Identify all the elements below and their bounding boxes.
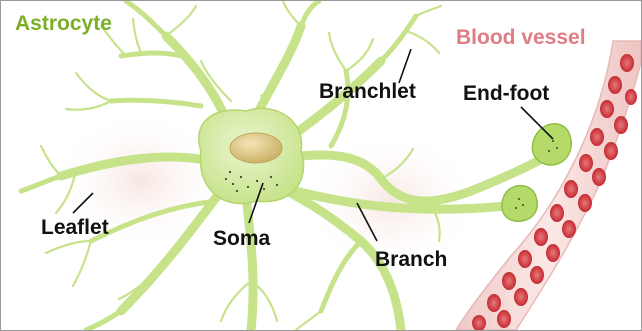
end-foot-upper	[532, 124, 571, 165]
end-foot-lower	[502, 186, 537, 222]
soma-body	[199, 108, 304, 203]
branchlet-label: Branchlet	[319, 81, 416, 102]
leaflet-label: Leaflet	[41, 217, 109, 238]
branchlet-pointer	[399, 49, 411, 83]
nucleus	[230, 133, 282, 163]
title: Astrocyte	[15, 13, 112, 34]
branch-label: Branch	[375, 249, 447, 270]
vessel-label: Blood vessel	[456, 27, 586, 48]
soma-label: Soma	[213, 228, 270, 249]
end-foot-label: End-foot	[463, 83, 549, 104]
